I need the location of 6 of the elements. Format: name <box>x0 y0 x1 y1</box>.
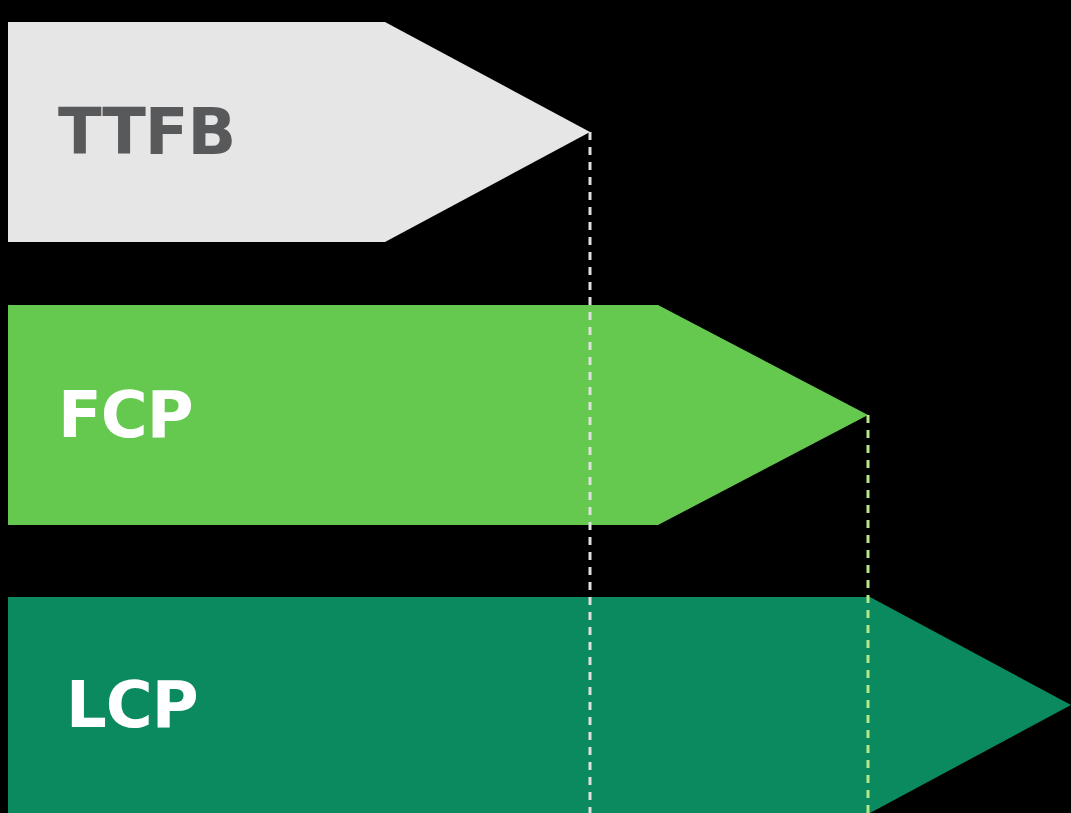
stage-label: TTFB <box>58 95 236 169</box>
arrow-shape <box>8 305 868 525</box>
arrow-shape <box>8 597 1071 813</box>
arrow-shape <box>8 22 590 242</box>
stage-label: LCP <box>66 668 198 742</box>
stage-label: FCP <box>58 378 193 452</box>
